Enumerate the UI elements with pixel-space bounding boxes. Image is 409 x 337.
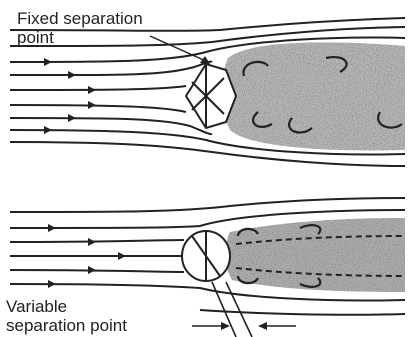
top-streamline-6 (10, 105, 186, 112)
bottom-arrow-4 (88, 266, 96, 274)
bottom-arrow-1 (48, 224, 56, 232)
variable-separation-label-line2: separation point (6, 317, 127, 334)
variable-separation-label-line1: Variable (6, 298, 67, 315)
top-streamline-5 (10, 86, 186, 90)
bottom-arrow-2 (88, 238, 96, 246)
bottom-streamline-3 (10, 240, 184, 242)
top-arrow-6 (44, 126, 52, 134)
fixed-separation-panel (10, 18, 405, 166)
separation-range-line-2 (226, 282, 252, 337)
top-wake-texture (222, 42, 405, 150)
top-arrow-1 (44, 58, 52, 66)
top-arrow-2 (68, 71, 76, 79)
top-streamline-4 (10, 62, 212, 75)
fixed-separation-label-line2: point (17, 29, 54, 46)
bottom-streamline-5 (10, 270, 184, 272)
bottom-body (182, 231, 230, 281)
bottom-arrow-3 (118, 252, 126, 260)
top-arrow-5 (68, 114, 76, 122)
fixed-separation-label-line1: Fixed separation (17, 10, 143, 27)
bottom-streamline-7 (200, 310, 405, 315)
bottom-arrow-5 (48, 280, 56, 288)
separation-range-line-1 (212, 282, 236, 337)
top-arrow-3 (88, 86, 96, 94)
top-arrow-4 (88, 101, 96, 109)
